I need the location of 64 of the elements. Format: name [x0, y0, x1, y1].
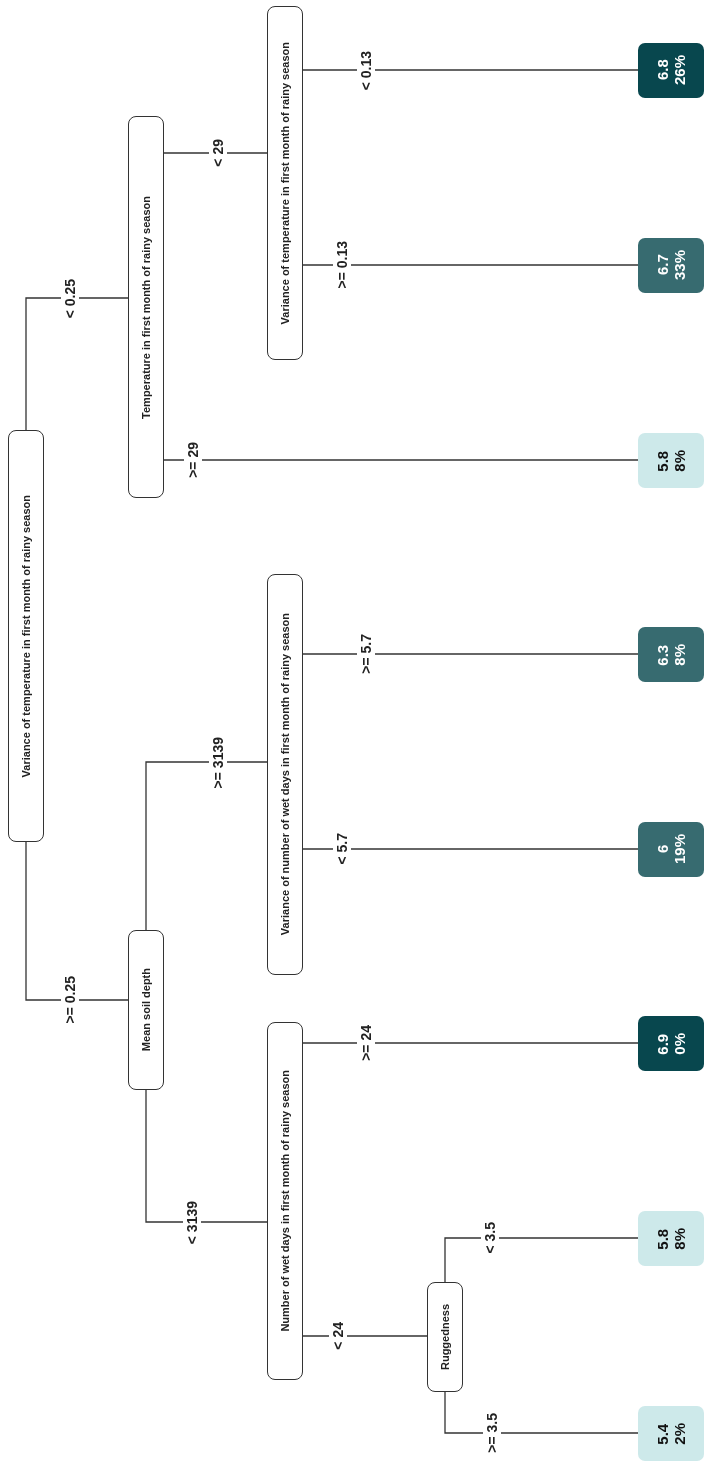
node-label: Mean soil depth [139, 968, 152, 1052]
split-box [427, 1282, 463, 1392]
split-box [128, 930, 164, 1090]
split-box [267, 1022, 303, 1380]
connector-line [302, 264, 639, 266]
edge-label: >= 5.7 [357, 632, 375, 676]
leaf-value: 8% [671, 1227, 688, 1250]
edge-label: >= 24 [357, 1023, 375, 1063]
leaf-value: 6.7 [654, 253, 671, 278]
node-label: Ruggedness [438, 1304, 451, 1370]
split-box [8, 430, 44, 842]
node-label: Variance of temperature in first month of rainy season [278, 41, 291, 325]
edge-label: < 3.5 [481, 1220, 499, 1256]
leaf-value: 8% [671, 449, 688, 472]
leaf-value: 0% [671, 1032, 688, 1055]
leaf-value: 2% [671, 1422, 688, 1445]
connector-line [302, 1042, 639, 1044]
edge-label: < 24 [329, 1320, 347, 1352]
edge-label: >= 0.25 [61, 974, 79, 1026]
connector-line [444, 1237, 639, 1283]
leaf-value: 6.8 [654, 58, 671, 83]
leaf-box [638, 822, 704, 877]
edge-label: >= 29 [184, 440, 202, 480]
leaf-value: 6.3 [654, 643, 671, 666]
leaf-value: 33% [671, 250, 688, 281]
edge-label: >= 3139 [209, 734, 227, 790]
connector-line [145, 761, 268, 931]
connector-line [302, 69, 639, 71]
leaf-box [638, 238, 704, 293]
connector-line [302, 848, 639, 850]
split-box [267, 574, 303, 975]
edge-label: >= 0.13 [333, 239, 351, 291]
edge-label: < 0.13 [357, 48, 375, 92]
leaf-value: 26% [671, 55, 688, 86]
node-label: Variance of number of wet days in first month of rainy season [278, 613, 291, 936]
connector-line [25, 841, 129, 1001]
leaf-box [638, 1211, 704, 1266]
leaf-value: 6.9 [654, 1032, 671, 1055]
edge-label: < 3139 [183, 1198, 201, 1246]
edge-label: < 29 [209, 137, 227, 169]
connector-line [145, 1089, 268, 1223]
connector-line [444, 1391, 639, 1434]
leaf-box [638, 433, 704, 488]
leaf-value: 19% [671, 834, 688, 865]
edge-label: < 0.25 [61, 276, 79, 320]
edge-label: < 5.7 [333, 831, 351, 867]
leaf-box [638, 43, 704, 98]
node-label: Temperature in first month of rainy season [139, 195, 152, 419]
connector-line [163, 459, 639, 461]
leaf-value: 5.8 [654, 449, 671, 472]
leaf-box [638, 627, 704, 682]
leaf-box [638, 1016, 704, 1071]
leaf-value: 8% [671, 643, 688, 666]
leaf-value: 5.4 [654, 1422, 671, 1445]
connector-line [302, 653, 639, 655]
connector-line [25, 297, 129, 431]
leaf-value: 5.8 [654, 1227, 671, 1250]
node-label: Number of wet days in first month of rainy season [278, 1070, 291, 1332]
leaf-box [638, 1406, 704, 1461]
split-box [128, 116, 164, 498]
edge-label: >= 3.5 [483, 1411, 501, 1455]
leaf-value: 6 [654, 844, 671, 856]
node-label: Variance of temperature in first month of rainy season [19, 494, 32, 778]
split-box [267, 6, 303, 360]
